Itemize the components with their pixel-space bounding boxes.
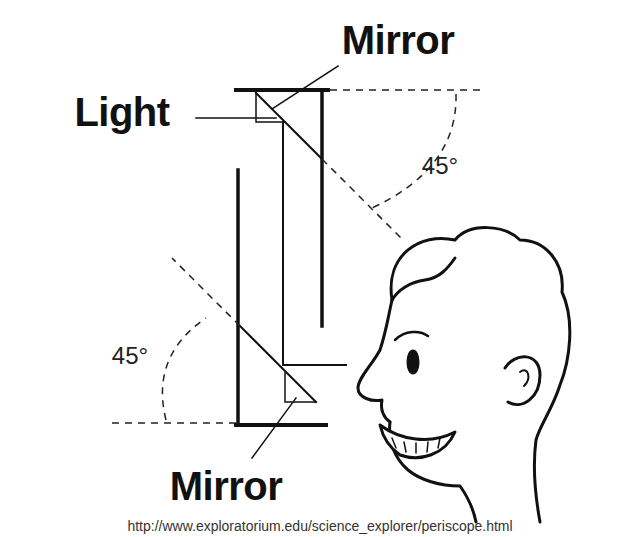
reference-line bbox=[112, 422, 236, 424]
light-ray bbox=[283, 122, 346, 365]
mirror bbox=[256, 93, 322, 159]
teeth bbox=[392, 438, 440, 453]
tube-cap bbox=[236, 88, 328, 92]
reference-line bbox=[330, 89, 482, 91]
reference-line bbox=[172, 258, 240, 326]
hair-line bbox=[392, 258, 455, 300]
angle-label: 45° bbox=[422, 154, 458, 178]
caption: http://www.exploratorium.edu/science_exp… bbox=[127, 519, 512, 533]
face-profile bbox=[358, 300, 392, 422]
tube-wall bbox=[236, 170, 240, 425]
part-label: Mirror bbox=[342, 20, 455, 60]
angle-label: 45° bbox=[112, 344, 148, 368]
boy-head bbox=[358, 228, 570, 522]
leader-line bbox=[196, 117, 276, 119]
eyebrow bbox=[395, 332, 428, 340]
tube-wall bbox=[320, 90, 324, 326]
eye bbox=[408, 351, 418, 373]
tube-cap bbox=[236, 423, 326, 427]
smile bbox=[380, 425, 455, 458]
part-label: Mirror bbox=[170, 466, 283, 506]
mirror-back bbox=[285, 373, 316, 402]
part-label: Light bbox=[74, 92, 169, 132]
leader-line bbox=[272, 66, 338, 109]
ear-inner bbox=[520, 370, 528, 386]
ear bbox=[505, 357, 540, 405]
angle-arc bbox=[372, 94, 456, 208]
angle-arc bbox=[162, 318, 206, 420]
leader-line bbox=[252, 398, 296, 458]
